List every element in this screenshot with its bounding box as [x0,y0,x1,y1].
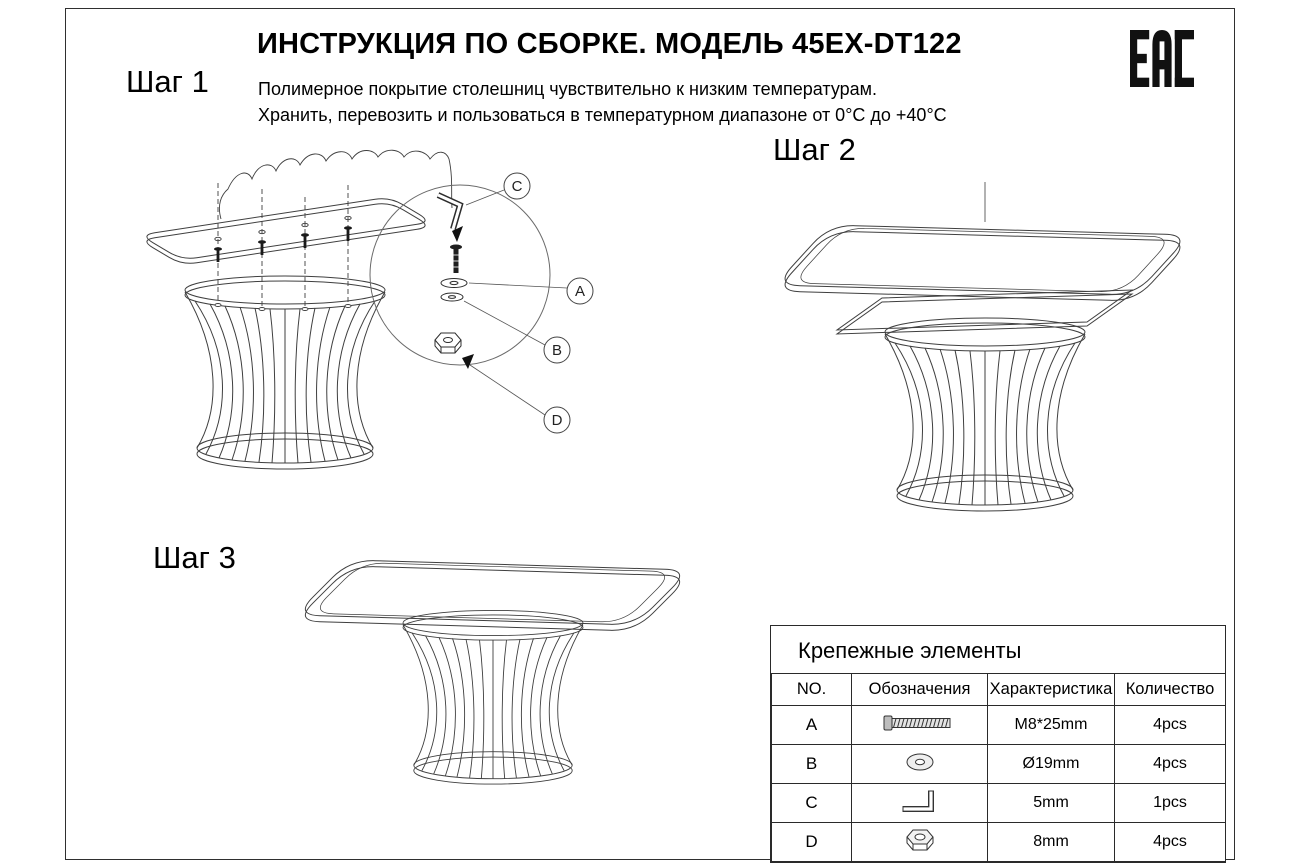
bolt-icon [883,715,950,730]
rim-studs [214,303,352,311]
row-b-spec: Ø19mm [987,744,1115,784]
mounting-plate [835,289,1134,335]
hardware-table-title: Крепежные элементы [798,638,1022,663]
row-b-qty: 4pcs [1114,744,1226,784]
washer-a-detail-icon [440,278,468,288]
step-2-drawing [784,182,1181,512]
step-1-label: Шаг 1 [126,64,209,99]
row-d-qty: 4pcs [1114,822,1226,862]
pedestal-base [884,317,1086,512]
callout-d: D [543,406,571,434]
row-a-no: A [771,705,852,745]
callout-leader-lines [463,189,568,416]
callout-c-label: C [512,178,523,195]
warning-text: Полимерное покрытие столешниц чувствител… [258,76,947,128]
hex-key-detail-icon [436,192,464,230]
callout-d-label: D [552,412,563,429]
row-c-no: C [771,783,852,823]
nut-icon [905,829,934,850]
tabletop-exploded [146,198,426,264]
assembly-guide-lines [217,183,349,309]
callout-a: A [566,277,594,305]
bolt-glyphs [214,226,352,262]
callout-c: C [503,172,531,200]
callout-a-label: A [575,283,585,300]
column-header-spec: Характеристика [987,673,1115,706]
washer-icon [906,753,933,770]
row-d-no: D [771,822,852,862]
callout-b-label: B [552,342,562,359]
step-3-drawing [304,560,681,785]
nut-detail-icon [434,332,462,354]
row-c-spec: 5mm [987,783,1115,823]
row-a-spec: M8*25mm [987,705,1115,745]
column-header-designation: Обозначения [851,673,988,706]
hardware-row-d: D 8mm 4pcs [771,822,1226,862]
hardware-row-b: B Ø19mm 4pcs [771,744,1226,784]
hardware-table: Крепежные элементы NO. Обозначения Харак… [770,625,1226,863]
bolt-detail-icon [450,244,462,273]
tabletop [784,225,1181,301]
hardware-header-row: NO. Обозначения Характеристика Количеств… [771,673,1226,706]
row-a-qty: 4pcs [1114,705,1226,745]
pedestal-base [402,609,584,785]
column-header-no: NO. [771,673,852,706]
hardware-row-c: C 5mm 1pcs [771,783,1226,823]
step-3-label: Шаг 3 [153,540,236,575]
step-2-label: Шаг 2 [773,132,856,167]
page-title: ИНСТРУКЦИЯ ПО СБОРКЕ. МОДЕЛЬ 45EX-DT122 [257,28,962,60]
callout-b: B [543,336,571,364]
tabletop [304,560,681,631]
detail-cloud-line [218,149,453,220]
detail-circle [369,184,551,366]
arrow-icon [452,226,463,242]
warning-line-1: Полимерное покрытие столешниц чувствител… [258,79,878,99]
arrow-icon [462,354,474,369]
column-header-qty: Количество [1114,673,1226,706]
hex-key-icon [902,790,934,812]
hardware-row-a: A M8*25mm [771,705,1226,745]
washer-b-detail-icon [440,292,464,302]
row-b-no: B [771,744,852,784]
row-c-qty: 1pcs [1114,783,1226,823]
step-1-drawing: C A B D [146,149,594,470]
page-border [65,8,1235,860]
warning-line-2: Хранить, перевозить и пользоваться в тем… [258,105,947,125]
row-d-spec: 8mm [987,822,1115,862]
eac-mark-icon [1130,30,1194,87]
